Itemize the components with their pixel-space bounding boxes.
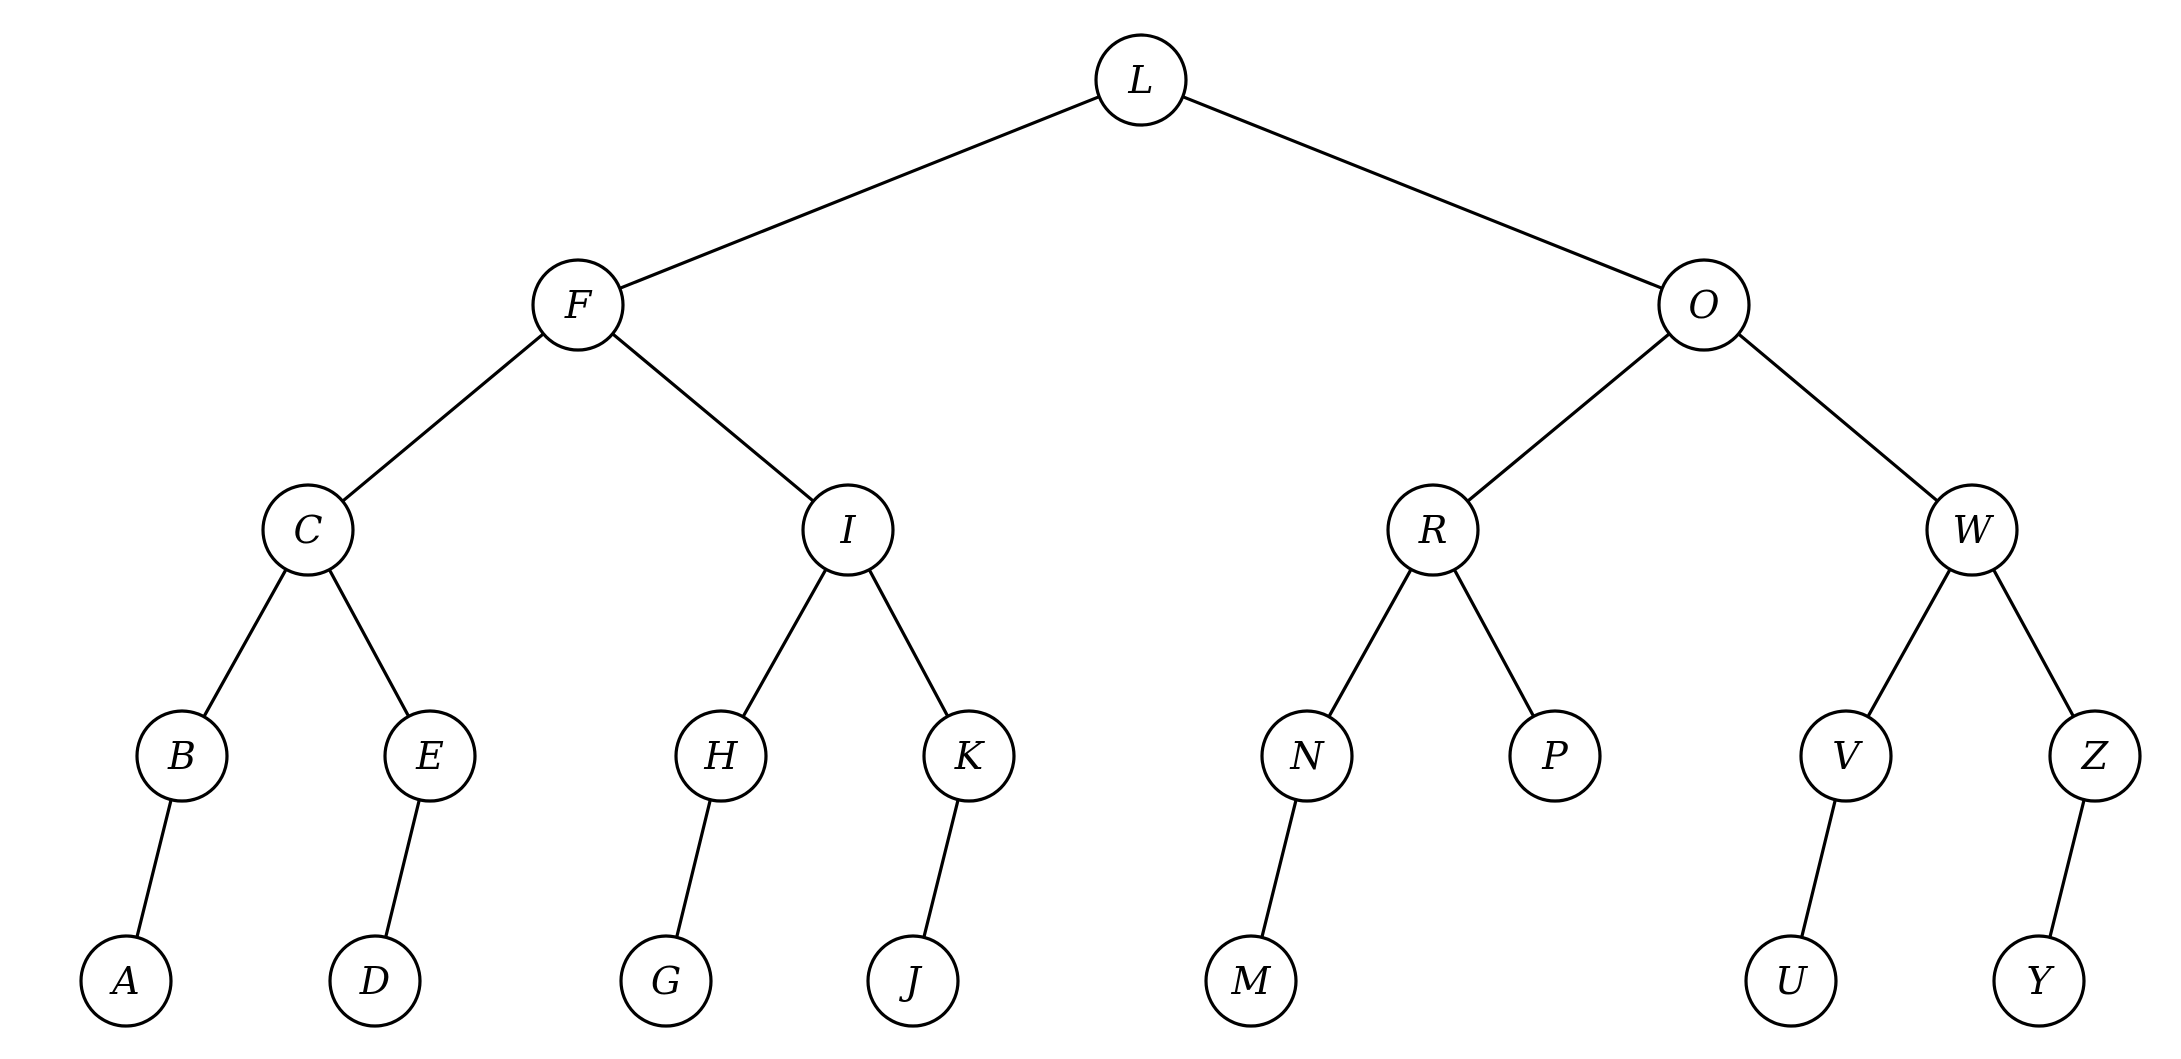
tree-node-L: L	[1094, 33, 1188, 127]
tree-node-V: V	[1799, 709, 1893, 803]
node-circle	[1657, 258, 1751, 352]
tree-node-P: P	[1508, 709, 1602, 803]
edge-O-W	[1736, 332, 1940, 503]
edge-W-Z	[1991, 567, 2076, 719]
tree-node-F: F	[531, 258, 625, 352]
edge-R-N	[1327, 567, 1413, 719]
node-label: F	[564, 283, 593, 327]
edge-E-D	[384, 798, 421, 939]
node-circle	[922, 709, 1016, 803]
node-circle	[328, 934, 422, 1028]
node-label: M	[1231, 959, 1272, 1003]
node-label: B	[167, 734, 196, 778]
edge-F-C	[340, 332, 546, 503]
node-circle	[261, 483, 355, 577]
edge-N-M	[1260, 798, 1298, 939]
node-label: W	[1952, 508, 1994, 552]
node-label: K	[954, 734, 986, 778]
node-circle	[1260, 709, 1354, 803]
node-label: L	[1127, 58, 1153, 102]
node-circle	[674, 709, 768, 803]
node-circle	[1799, 709, 1893, 803]
tree-node-Z: Z	[2048, 709, 2142, 803]
tree-nodes: L F O C I R W B E H K N P V Z A D G J M U Y	[79, 33, 2142, 1028]
node-label: V	[1832, 734, 1863, 778]
edge-V-U	[1800, 798, 1837, 939]
node-circle	[801, 483, 895, 577]
tree-node-U: U	[1744, 934, 1838, 1028]
tree-edges	[135, 95, 2086, 939]
node-label: H	[703, 734, 738, 778]
tree-node-O: O	[1657, 258, 1751, 352]
tree-node-H: H	[674, 709, 768, 803]
tree-node-Y: Y	[1992, 934, 2086, 1028]
edge-C-B	[202, 567, 288, 719]
tree-node-C: C	[261, 483, 355, 577]
edge-C-E	[327, 567, 411, 719]
tree-node-D: D	[328, 934, 422, 1028]
node-circle	[1508, 709, 1602, 803]
node-circle	[1992, 934, 2086, 1028]
node-label: N	[1289, 734, 1325, 778]
tree-node-J: J	[866, 934, 960, 1028]
tree-node-K: K	[922, 709, 1016, 803]
edge-W-V	[1866, 567, 1952, 719]
edge-F-I	[610, 332, 816, 503]
edge-I-H	[741, 567, 828, 719]
node-label: E	[415, 734, 444, 778]
node-label: G	[651, 959, 681, 1003]
node-label: Z	[2081, 734, 2109, 778]
node-circle	[135, 709, 229, 803]
node-label: I	[839, 508, 856, 552]
edge-L-F	[618, 95, 1101, 290]
node-label: Y	[2026, 959, 2055, 1003]
edge-B-A	[135, 798, 173, 939]
node-label: O	[1688, 283, 1719, 327]
node-circle	[1094, 33, 1188, 127]
node-circle	[1925, 483, 2019, 577]
node-circle	[866, 934, 960, 1028]
node-circle	[2048, 709, 2142, 803]
edge-O-R	[1466, 332, 1671, 503]
tree-node-B: B	[135, 709, 229, 803]
node-circle	[1744, 934, 1838, 1028]
node-label: D	[359, 959, 390, 1003]
tree-node-I: I	[801, 483, 895, 577]
node-circle	[79, 934, 173, 1028]
edge-H-G	[675, 798, 712, 939]
tree-node-G: G	[619, 934, 713, 1028]
tree-node-W: W	[1925, 483, 2019, 577]
node-circle	[619, 934, 713, 1028]
node-label: P	[1541, 734, 1569, 778]
tree-node-M: M	[1204, 934, 1298, 1028]
edge-L-O	[1181, 95, 1664, 290]
node-circle	[1204, 934, 1298, 1028]
tree-node-N: N	[1260, 709, 1354, 803]
node-label: C	[293, 508, 322, 552]
tree-node-R: R	[1386, 483, 1480, 577]
edge-K-J	[922, 798, 960, 939]
node-label: U	[1775, 959, 1809, 1003]
node-label: R	[1418, 508, 1448, 552]
node-circle	[1386, 483, 1480, 577]
tree-node-E: E	[383, 709, 477, 803]
edge-Z-Y	[2048, 798, 2086, 939]
node-circle	[531, 258, 625, 352]
edge-I-K	[867, 568, 950, 718]
node-circle	[383, 709, 477, 803]
node-label: A	[109, 959, 139, 1003]
tree-node-A: A	[79, 934, 173, 1028]
edge-R-P	[1452, 567, 1536, 719]
